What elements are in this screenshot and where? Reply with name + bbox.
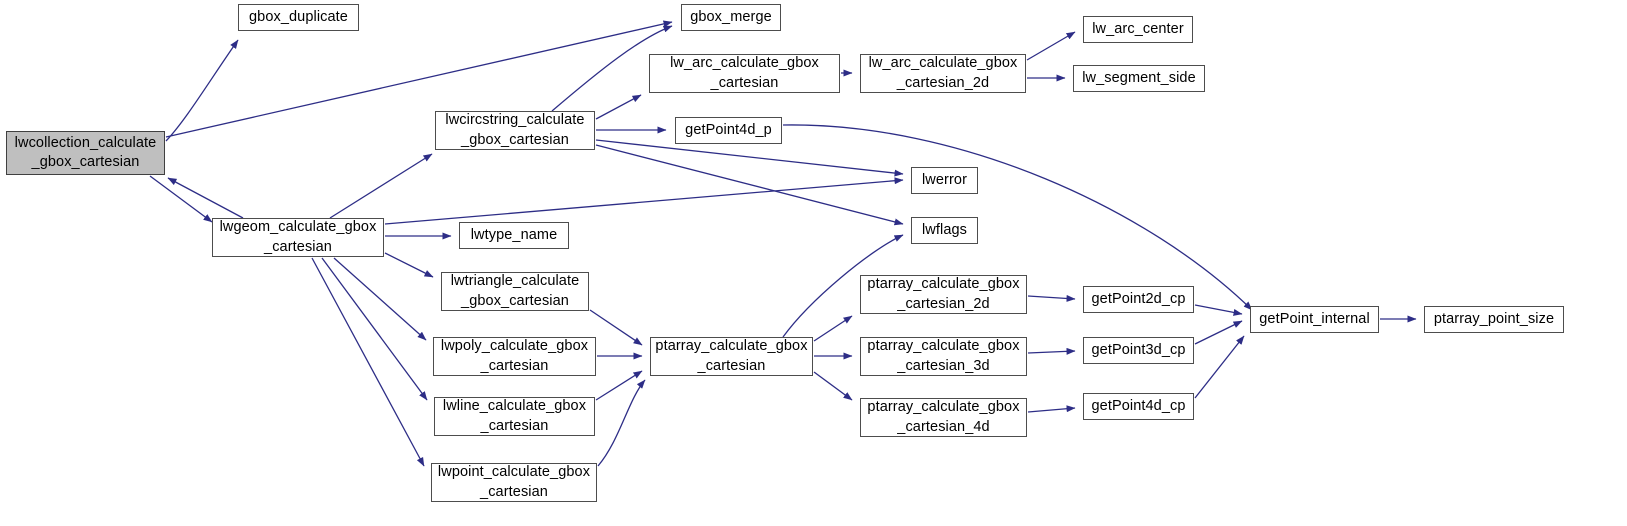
graph-node-label: ptarray_calculate_gbox _cartesian_2d [867,276,1020,312]
graph-node-getPoint3d_cp[interactable]: getPoint3d_cp [1083,337,1194,364]
graph-node-lwcircstring_calculate_gbox_cartesian[interactable]: lwcircstring_calculate _gbox_cartesian [435,111,595,150]
graph-node-label: ptarray_calculate_gbox _cartesian_3d [867,338,1020,374]
graph-node-label: getPoint4d_p [685,121,772,138]
graph-node-label: lwcircstring_calculate _gbox_cartesian [445,112,585,148]
graph-node-label: lwcollection_calculate _gbox_cartesian [14,134,157,170]
graph-node-label: lwtriangle_calculate _gbox_cartesian [450,273,580,309]
graph-edge-ptarray_calculate_gbox_cartesian_4d--getPoint4d_cp [1027,405,1076,413]
graph-edge-lwgeom_calculate_gbox_cartesian--lwcircstring_calculate_gbox_cartesian [329,153,433,219]
graph-node-ptarray_calculate_gbox_cartesian_2d[interactable]: ptarray_calculate_gbox _cartesian_2d [860,275,1027,314]
graph-node-label: gbox_merge [690,8,772,25]
graph-node-ptarray_calculate_gbox_cartesian_3d[interactable]: ptarray_calculate_gbox _cartesian_3d [860,337,1027,376]
graph-edge-lwcollection_calculate_gbox_cartesian--gbox_duplicate [165,39,239,142]
graph-edge-lwcollection_calculate_gbox_cartesian--lwgeom_calculate_gbox_cartesian [149,175,213,223]
graph-node-lwflags[interactable]: lwflags [911,217,978,244]
graph-node-getPoint4d_p[interactable]: getPoint4d_p [675,117,782,144]
graph-edge-lwgeom_calculate_gbox_cartesian--lwcollection_calculate_gbox_cartesian [167,177,244,219]
graph-node-label: lwgeom_calculate_gbox _cartesian [219,219,377,255]
graph-edge-getPoint2d_cp--getPoint_internal [1194,304,1243,316]
graph-node-label: ptarray_calculate_gbox _cartesian [655,338,808,374]
graph-node-lw_arc_calculate_gbox_cartesian[interactable]: lw_arc_calculate_gbox _cartesian [649,54,840,93]
graph-node-label: getPoint_internal [1259,310,1370,327]
graph-node-label: ptarray_calculate_gbox _cartesian_4d [867,399,1020,435]
graph-edge-ptarray_calculate_gbox_cartesian--ptarray_calculate_gbox_cartesian_2d [813,315,853,342]
graph-node-label: ptarray_point_size [1433,310,1555,327]
graph-edge-lwgeom_calculate_gbox_cartesian--lwpoint_calculate_gbox_cartesian [311,257,425,467]
graph-node-lwerror[interactable]: lwerror [911,167,978,194]
graph-edge-lwcircstring_calculate_gbox_cartesian--lwflags [595,144,904,226]
graph-node-label: lwtype_name [470,226,558,243]
graph-node-lwpoint_calculate_gbox_cartesian[interactable]: lwpoint_calculate_gbox _cartesian [431,463,597,502]
graph-edge-getPoint4d_cp--getPoint_internal [1194,335,1245,399]
graph-edge-ptarray_calculate_gbox_cartesian_2d--getPoint2d_cp [1027,294,1076,302]
graph-edge-lwgeom_calculate_gbox_cartesian--lwline_calculate_gbox_cartesian [321,257,428,401]
graph-edge-lwgeom_calculate_gbox_cartesian--lwerror [384,177,904,225]
graph-node-label: lw_arc_calculate_gbox _cartesian [670,55,819,91]
graph-node-label: lw_arc_center [1092,20,1184,37]
graph-node-label: lwline_calculate_gbox _cartesian [442,398,587,434]
graph-edge-lwcollection_calculate_gbox_cartesian--gbox_merge [165,20,673,138]
graph-node-gbox_duplicate[interactable]: gbox_duplicate [238,4,359,31]
graph-edge-lw_arc_calculate_gbox_cartesian_2d--lw_arc_center [1026,31,1076,61]
graph-edge-ptarray_calculate_gbox_cartesian_3d--getPoint3d_cp [1027,347,1076,355]
graph-node-label: getPoint3d_cp [1091,341,1186,358]
graph-node-label: lwerror [921,171,967,188]
graph-edge-lwtriangle_calculate_gbox_cartesian--ptarray_calculate_gbox_cartesian [589,309,643,346]
graph-node-lw_segment_side[interactable]: lw_segment_side [1073,65,1205,92]
graph-node-lwcollection_calculate_gbox_cartesian[interactable]: lwcollection_calculate _gbox_cartesian [6,131,165,175]
graph-node-getPoint_internal[interactable]: getPoint_internal [1250,306,1379,333]
graph-edge-lwgeom_calculate_gbox_cartesian--lwtriangle_calculate_gbox_cartesian [384,252,434,278]
graph-edge-ptarray_calculate_gbox_cartesian--ptarray_calculate_gbox_cartesian_4d [813,371,853,401]
graph-node-ptarray_calculate_gbox_cartesian[interactable]: ptarray_calculate_gbox _cartesian [650,337,813,376]
graph-node-label: getPoint4d_cp [1091,397,1186,414]
graph-node-ptarray_point_size[interactable]: ptarray_point_size [1424,306,1564,333]
graph-edge-lwcircstring_calculate_gbox_cartesian--lwerror [595,139,904,177]
graph-node-label: lw_arc_calculate_gbox _cartesian_2d [868,55,1018,91]
graph-node-lwpoly_calculate_gbox_cartesian[interactable]: lwpoly_calculate_gbox _cartesian [433,337,596,376]
graph-node-ptarray_calculate_gbox_cartesian_4d[interactable]: ptarray_calculate_gbox _cartesian_4d [860,398,1027,437]
graph-node-label: gbox_duplicate [249,8,348,25]
graph-edge-lwcircstring_calculate_gbox_cartesian--lw_arc_calculate_gbox_cartesian [595,94,642,120]
graph-edge-getPoint3d_cp--getPoint_internal [1194,320,1243,345]
graph-node-gbox_merge[interactable]: gbox_merge [681,4,781,31]
graph-node-lwline_calculate_gbox_cartesian[interactable]: lwline_calculate_gbox _cartesian [434,397,595,436]
graph-edge-lwgeom_calculate_gbox_cartesian--lwpoly_calculate_gbox_cartesian [333,257,427,341]
graph-node-label: getPoint2d_cp [1091,290,1186,307]
graph-edge-lwline_calculate_gbox_cartesian--ptarray_calculate_gbox_cartesian [595,370,643,401]
graph-node-lwtype_name[interactable]: lwtype_name [459,222,569,249]
graph-node-lwgeom_calculate_gbox_cartesian[interactable]: lwgeom_calculate_gbox _cartesian [212,218,384,257]
graph-node-label: lwpoly_calculate_gbox _cartesian [440,338,589,374]
graph-node-lw_arc_center[interactable]: lw_arc_center [1083,16,1193,43]
graph-node-label: lwpoint_calculate_gbox _cartesian [437,464,591,500]
graph-node-getPoint2d_cp[interactable]: getPoint2d_cp [1083,286,1194,313]
graph-edge-lwpoint_calculate_gbox_cartesian--ptarray_calculate_gbox_cartesian [597,379,646,467]
graph-node-getPoint4d_cp[interactable]: getPoint4d_cp [1083,393,1194,420]
graph-node-label: lwflags [921,221,968,238]
graph-node-label: lw_segment_side [1082,69,1196,86]
graph-node-lwtriangle_calculate_gbox_cartesian[interactable]: lwtriangle_calculate _gbox_cartesian [441,272,589,311]
graph-node-lw_arc_calculate_gbox_cartesian_2d[interactable]: lw_arc_calculate_gbox _cartesian_2d [860,54,1026,93]
